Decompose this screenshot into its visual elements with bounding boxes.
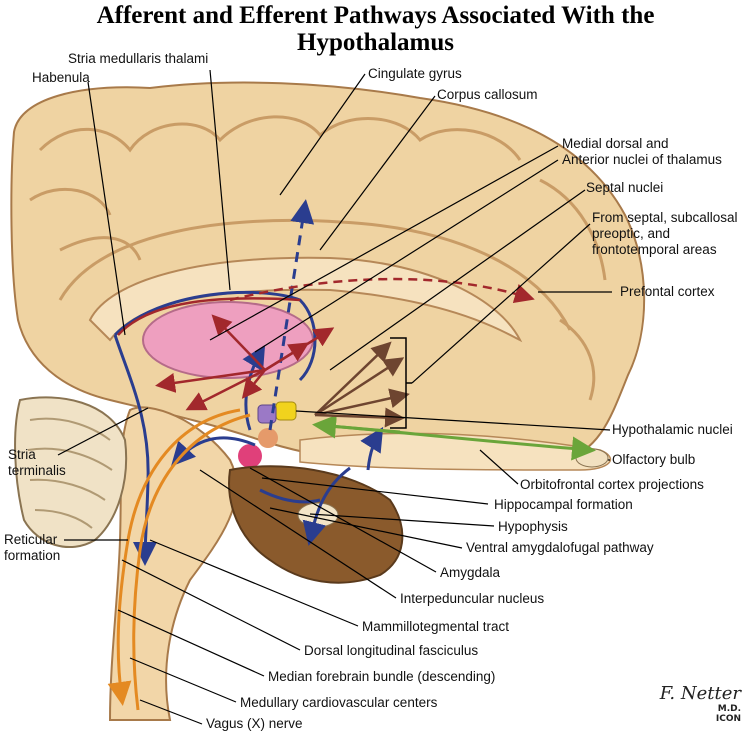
label-mammillotegmental: Mammillotegmental tract <box>362 619 510 634</box>
gyri-lines <box>29 115 607 401</box>
nucleus-blob-orange <box>258 428 278 448</box>
label-septal-nuclei: Septal nuclei <box>586 180 664 195</box>
brown-pathways <box>314 341 410 428</box>
label-amygdala: Amygdala <box>440 565 501 580</box>
label-olfactory-bulb: Olfactory bulb <box>612 452 696 467</box>
label-cingulate-gyrus: Cingulate gyrus <box>368 66 462 81</box>
label-reticular-1: Reticular <box>4 532 58 547</box>
label-dorsal-longitudinal: Dorsal longitudinal fasciculus <box>304 643 479 658</box>
signature-credit: M.D. <box>717 704 741 714</box>
label-hippocampal: Hippocampal formation <box>494 497 633 512</box>
title-line-1: Afferent and Efferent Pathways Associate… <box>96 2 655 29</box>
label-median-forebrain: Median forebrain bundle (descending) <box>268 669 496 684</box>
label-medullary-cardiovascular: Medullary cardiovascular centers <box>240 695 438 710</box>
label-vagus: Vagus (X) nerve <box>206 716 303 731</box>
label-medial-dorsal-1: Medial dorsal and <box>562 136 669 151</box>
label-corpus-callosum: Corpus callosum <box>437 87 538 102</box>
label-medial-dorsal-2: Anterior nuclei of thalamus <box>562 152 722 167</box>
leader-lines <box>57 69 612 725</box>
cerebellum-folia <box>27 417 113 529</box>
label-interpeduncular: Interpeduncular nucleus <box>400 591 545 606</box>
label-hypothalamic-nuclei: Hypothalamic nuclei <box>612 422 733 437</box>
olfactory-bulb-shape <box>575 448 609 468</box>
thalamus <box>142 301 314 379</box>
label-from-septal-1: From septal, subcallosal <box>592 210 738 225</box>
hypothalamic-nucleus-blob <box>257 404 277 424</box>
title-line-2: Hypothalamus <box>297 29 454 56</box>
mammillary-body <box>238 444 262 468</box>
label-stria-medullaris: Stria medullaris thalami <box>68 51 209 66</box>
brainstem <box>108 406 238 721</box>
label-ventral-amygdalofugal: Ventral amygdalofugal pathway <box>466 540 654 555</box>
label-habenula: Habenula <box>32 70 90 85</box>
artist-signature: F. Netter M.D. ICON <box>660 683 741 724</box>
label-orbitofrontal: Orbitofrontal cortex projections <box>520 477 704 492</box>
label-from-septal-3: frontotemporal areas <box>592 242 717 257</box>
label-stria-terminalis-2: terminalis <box>8 463 66 478</box>
green-pathways <box>312 414 596 461</box>
label-reticular-2: formation <box>4 548 61 563</box>
label-hypophysis: Hypophysis <box>498 519 568 534</box>
red-pathways <box>117 277 535 411</box>
label-from-septal-2: preoptic, and <box>592 226 671 241</box>
label-stria-terminalis-1: Stria <box>8 447 36 462</box>
diagram-title: Afferent and Efferent Pathways Associate… <box>0 2 751 56</box>
signature-logo: ICON <box>715 714 741 724</box>
label-prefrontal-cortex: Prefontal cortex <box>620 284 715 299</box>
signature-name: F. Netter <box>659 683 741 704</box>
septal-nucleus-blob <box>275 401 297 421</box>
